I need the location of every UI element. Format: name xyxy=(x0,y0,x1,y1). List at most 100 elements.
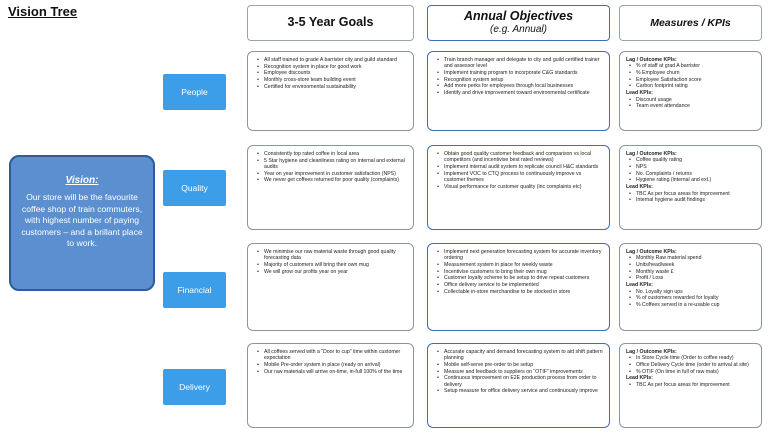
objectives-box-financial: Implement next generation forecasting sy… xyxy=(427,243,610,331)
list-item: In Store Cycle time (Order to coffee rea… xyxy=(629,355,755,362)
page-title: Vision Tree xyxy=(8,4,78,19)
goals-list: All coffees served with a “Door to cup” … xyxy=(254,349,407,375)
list-item: % OTIF (On time in full of raw mats) xyxy=(629,369,755,376)
objectives-list: Accurate capacity and demand forecasting… xyxy=(434,349,603,395)
list-item: Office Delivery Cycle time (order to arr… xyxy=(629,362,755,369)
list-item: Continuous improvement on E2E production… xyxy=(437,375,603,388)
kpi-list: No. Loyalty sign ups% of customers rewar… xyxy=(626,289,755,309)
list-item: TBC As per focus areas for improvement xyxy=(629,191,755,198)
kpi-group: Lead KPIs:No. Loyalty sign ups% of custo… xyxy=(626,282,755,308)
list-item: Add more perks for employees through loc… xyxy=(437,83,603,90)
list-item: Monthly waste £ xyxy=(629,269,755,276)
list-item: Visual performance for customer quality … xyxy=(437,184,603,191)
objectives-box-people: Train branch manager and delegate to cit… xyxy=(427,51,610,131)
list-item: Certified for environmental sustainabili… xyxy=(257,84,407,91)
kpis-box-quality: Lag / Outcome KPIs:Coffee quality rating… xyxy=(619,145,762,230)
list-item: Implement internal audit system to repli… xyxy=(437,164,603,171)
list-item: Hygiene rating (internal and ext.) xyxy=(629,177,755,184)
kpi-group: Lag / Outcome KPIs:% of staff at grad A … xyxy=(626,57,755,90)
list-item: Identify and drive improvement toward en… xyxy=(437,90,603,97)
list-item: Implement VOC to CTQ process to continuo… xyxy=(437,171,603,184)
vision-heading: Vision: xyxy=(65,175,99,186)
list-item: % Employee churn xyxy=(629,70,755,77)
list-item: All coffees served with a “Door to cup” … xyxy=(257,349,407,362)
list-item: Monthly cross-store team building event xyxy=(257,77,407,84)
list-item: % of customers rewarded for loyalty xyxy=(629,295,755,302)
list-item: Monthly Raw material spend xyxy=(629,255,755,262)
category-delivery: Delivery xyxy=(163,369,226,405)
list-item: Train branch manager and delegate to cit… xyxy=(437,57,603,70)
kpi-group-heading: Lead KPIs: xyxy=(626,282,653,289)
list-item: Mobile Pre-order system in place (ready … xyxy=(257,362,407,369)
list-item: Internal hygiene audit findings xyxy=(629,197,755,204)
list-item: Implement training program to incorporat… xyxy=(437,70,603,77)
list-item: No. Complaints / returns xyxy=(629,171,755,178)
list-item: Team event attendance xyxy=(629,103,755,110)
list-item: Year on year improvement in customer sat… xyxy=(257,171,407,178)
list-item: We will grow our profits year on year xyxy=(257,269,407,276)
category-financial: Financial xyxy=(163,272,226,308)
list-item: Majority of customers will bring their o… xyxy=(257,262,407,269)
objectives-box-quality: Obtain good quality customer feedback an… xyxy=(427,145,610,230)
list-item: % of staff at grad A barrister xyxy=(629,63,755,70)
header-objectives-title: Annual Objectives xyxy=(463,9,574,23)
objectives-list: Implement next generation forecasting sy… xyxy=(434,249,603,295)
list-item: Measure and feedback to suppliers on “OT… xyxy=(437,369,603,376)
list-item: Consistently top rated coffee in local a… xyxy=(257,151,407,158)
list-item: Obtain good quality customer feedback an… xyxy=(437,151,603,164)
list-item: No. Loyalty sign ups xyxy=(629,289,755,296)
kpis-box-financial: Lag / Outcome KPIs:Monthly Raw material … xyxy=(619,243,762,331)
goals-list: Consistently top rated coffee in local a… xyxy=(254,151,407,184)
list-item: Accurate capacity and demand forecasting… xyxy=(437,349,603,362)
kpi-list: In Store Cycle time (Order to coffee rea… xyxy=(626,355,755,375)
list-item: Our raw materials will arrive on-time, i… xyxy=(257,369,407,376)
list-item: Units/head/week xyxy=(629,262,755,269)
list-item: Carbon footprint rating xyxy=(629,83,755,90)
list-item: 5 Star hygiene and cleanliness rating on… xyxy=(257,158,407,171)
kpi-list: Discount usageTeam event attendance xyxy=(626,97,755,110)
list-item: Coffee quality rating xyxy=(629,157,755,164)
kpi-list: TBC As per focus areas for improvement xyxy=(626,382,755,389)
kpis-box-people: Lag / Outcome KPIs:% of staff at grad A … xyxy=(619,51,762,131)
goals-box-financial: We minimise our raw material waste throu… xyxy=(247,243,414,331)
goals-list: We minimise our raw material waste throu… xyxy=(254,249,407,275)
kpi-group-heading: Lag / Outcome KPIs: xyxy=(626,151,677,157)
kpi-group: Lag / Outcome KPIs:In Store Cycle time (… xyxy=(626,349,755,375)
list-item: Customer loyalty scheme to be setup to d… xyxy=(437,275,603,282)
kpi-list: TBC As per focus areas for improvementIn… xyxy=(626,191,755,204)
list-item: Mobile self-serve pre-order to be setup xyxy=(437,362,603,369)
kpi-group-heading: Lag / Outcome KPIs: xyxy=(626,57,677,63)
goals-list: All staff trained to grade A barrister c… xyxy=(254,57,407,90)
header-objectives-subtitle: (e.g. Annual) xyxy=(490,24,547,35)
kpi-group: Lead KPIs:TBC As per focus areas for imp… xyxy=(626,375,755,388)
list-item: Recognition system in place for good wor… xyxy=(257,64,407,71)
list-item: Employee Satisfaction score xyxy=(629,77,755,84)
list-item: All staff trained to grade A barrister c… xyxy=(257,57,407,64)
list-item: Measurement system in place for weekly w… xyxy=(437,262,603,269)
list-item: We never get coffees returned for poor q… xyxy=(257,177,407,184)
list-item: Setup measure for office delivery servic… xyxy=(437,388,603,395)
vision-text: Our store will be the favourite coffee s… xyxy=(21,192,143,249)
kpi-group: Lead KPIs:Discount usageTeam event atten… xyxy=(626,90,755,110)
kpi-group: Lag / Outcome KPIs:Coffee quality rating… xyxy=(626,151,755,184)
header-goals: 3-5 Year Goals xyxy=(247,5,414,41)
kpi-list: Monthly Raw material spendUnits/head/wee… xyxy=(626,255,755,282)
list-item: Recognition system setup xyxy=(437,77,603,84)
header-objectives: Annual Objectives (e.g. Annual) xyxy=(427,5,610,41)
header-kpis: Measures / KPIs xyxy=(619,5,762,41)
list-item: Implement next generation forecasting sy… xyxy=(437,249,603,262)
category-quality: Quality xyxy=(163,170,226,206)
objectives-box-delivery: Accurate capacity and demand forecasting… xyxy=(427,343,610,428)
goals-box-quality: Consistently top rated coffee in local a… xyxy=(247,145,414,230)
list-item: Incentivise customers to bring their own… xyxy=(437,269,603,276)
list-item: We minimise our raw material waste throu… xyxy=(257,249,407,262)
list-item: Employee discounts xyxy=(257,70,407,77)
list-item: Profit / Loss xyxy=(629,275,755,282)
kpi-list: Coffee quality ratingNPSNo. Complaints /… xyxy=(626,157,755,184)
list-item: % Coffees served in a re-usable cup xyxy=(629,302,755,309)
list-item: NPS xyxy=(629,164,755,171)
kpi-group-heading: Lag / Outcome KPIs: xyxy=(626,349,677,355)
objectives-list: Obtain good quality customer feedback an… xyxy=(434,151,603,190)
kpi-group-heading: Lead KPIs: xyxy=(626,90,653,97)
kpi-group-heading: Lead KPIs: xyxy=(626,375,653,382)
